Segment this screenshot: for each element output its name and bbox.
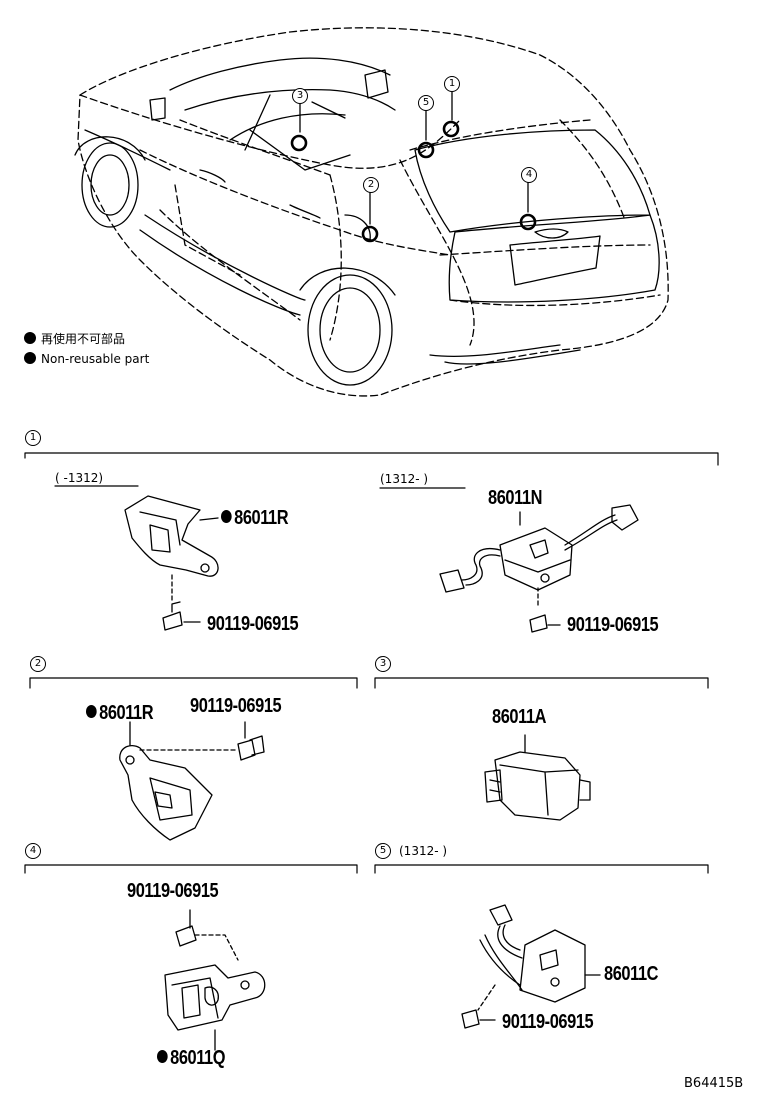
vehicle-outline [74, 27, 669, 397]
section-frames [24, 452, 719, 874]
part-86011R-s1 [124, 495, 219, 631]
part-86011R-s2 [119, 721, 265, 841]
bolt-number-s5: 90119-06915 [502, 1011, 594, 1033]
car-callout-2: 2 [363, 177, 379, 193]
car-callout-3: 3 [292, 88, 308, 104]
part-number-86011R-s2: 86011R [86, 703, 154, 723]
bolt-number-s1-left: 90119-06915 [207, 613, 299, 635]
bolt-number-s4: 90119-06915 [127, 880, 219, 902]
section-5-number: 5 [375, 843, 391, 859]
part-86011Q [164, 909, 266, 1051]
car-callout-4: 4 [521, 167, 537, 183]
section-3-number: 3 [375, 656, 391, 672]
section-1-left-date: ( -1312) [55, 471, 104, 485]
part-86011N [439, 504, 639, 633]
section-5-date: (1312- ) [399, 844, 448, 858]
part-86011C [461, 904, 601, 1029]
section-2-number: 2 [30, 656, 46, 672]
attach-points [290, 120, 537, 243]
part-number-86011N: 86011N [488, 487, 543, 509]
car-callout-5: 5 [418, 95, 434, 111]
part-86011A [484, 734, 591, 821]
diagram-code: B64415B [684, 1076, 744, 1091]
part-number-86011A: 86011A [492, 706, 547, 728]
car-callout-1: 1 [444, 76, 460, 92]
section-1-right-date: (1312- ) [380, 472, 429, 486]
section-4-number: 4 [25, 843, 41, 859]
part-number-86011R-s1: 86011R [221, 508, 289, 528]
legend-en: Non-reusable part [24, 352, 149, 365]
section-1-number: 1 [25, 430, 41, 446]
part-number-86011Q: 86011Q [157, 1048, 225, 1068]
bolt-number-s2: 90119-06915 [190, 695, 282, 717]
legend-jp: 再使用不可部品 [24, 332, 125, 345]
part-number-86011C: 86011C [604, 963, 659, 985]
bolt-number-s1-right: 90119-06915 [567, 614, 659, 636]
